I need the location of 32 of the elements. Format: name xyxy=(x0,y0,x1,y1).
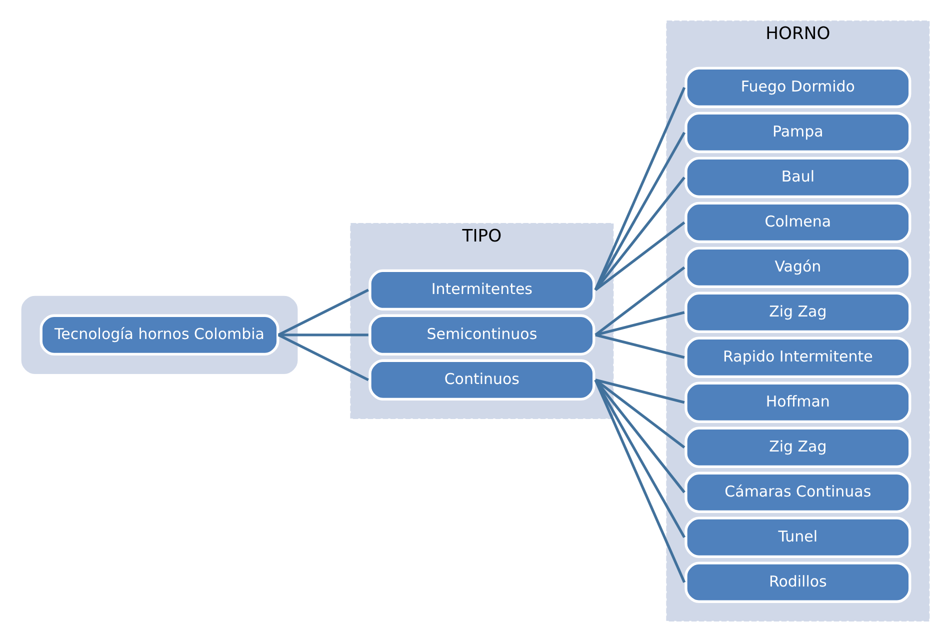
node-box: Intermitentes xyxy=(368,269,595,311)
connector xyxy=(278,334,368,336)
node-box: Vagón xyxy=(684,246,911,288)
cluster xyxy=(20,296,298,374)
connector xyxy=(594,176,685,291)
node-box: Rapido Intermitente xyxy=(684,336,911,378)
connector xyxy=(594,266,685,336)
connector xyxy=(594,379,685,494)
connector xyxy=(594,86,686,290)
node-box: Semicontinuos xyxy=(368,314,595,356)
node-box: Zig Zag xyxy=(684,426,911,468)
connector xyxy=(594,378,685,448)
node-box: Cámaras Continuas xyxy=(684,472,911,513)
connector xyxy=(594,379,686,583)
connector xyxy=(594,379,686,538)
connector xyxy=(594,221,685,291)
node-box: Hoffman xyxy=(684,382,911,424)
node-box: Tecnología hornos Colombia xyxy=(39,314,279,356)
node-box: Rodillos xyxy=(684,562,911,603)
node-box: Fuego Dormido xyxy=(684,66,911,108)
connector xyxy=(594,378,684,404)
node-box: Pampa xyxy=(684,112,911,154)
connector xyxy=(594,334,684,359)
connector xyxy=(277,334,368,382)
node-box: Tunel xyxy=(684,516,911,558)
node-box: Colmena xyxy=(684,202,911,244)
connector xyxy=(277,288,368,336)
node-box: Zig Zag xyxy=(684,292,911,334)
connector xyxy=(594,311,684,336)
connector xyxy=(594,132,686,291)
node-box: Baul xyxy=(684,156,911,198)
node-box: Continuos xyxy=(368,359,595,401)
